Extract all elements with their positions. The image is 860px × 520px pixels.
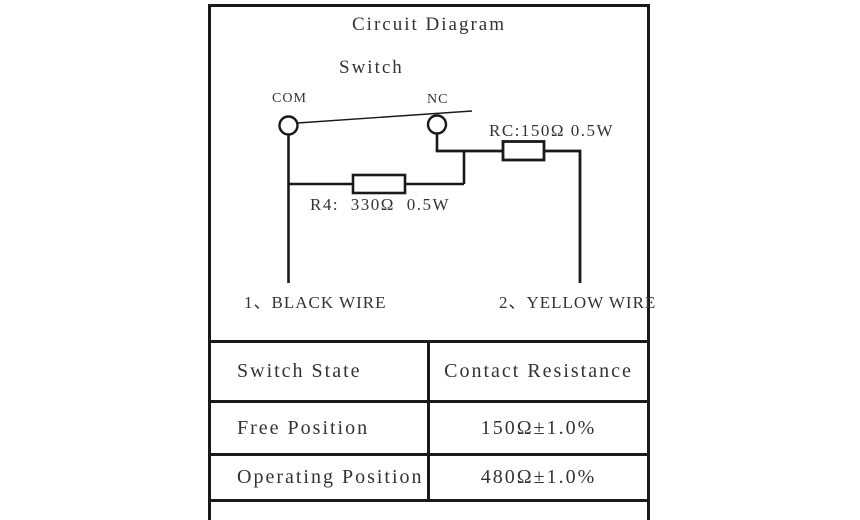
header-contact-resistance: Contact Resistance <box>444 360 633 382</box>
switch-label: Switch <box>339 57 404 78</box>
diagram-frame: Circuit Diagram Switch COM NC RC:150Ω 0.… <box>208 4 655 520</box>
table-row: Operating Position 480Ω±1.0% <box>211 456 647 502</box>
switch-lever-line <box>297 110 473 124</box>
header-switch-state: Switch State <box>211 343 430 400</box>
cell-operating-resistance: 480Ω±1.0% <box>480 466 597 488</box>
nc-terminal-label: NC <box>427 92 449 107</box>
spec-table: Switch State Contact Resistance Free Pos… <box>211 340 647 502</box>
table-row: Free Position 150Ω±1.0% <box>211 403 647 456</box>
r4-resistor-label: R4: 330Ω 0.5W <box>310 195 450 214</box>
page-title: Circuit Diagram <box>352 14 506 35</box>
cell-free-position: Free Position <box>211 403 430 453</box>
black-wire-label: 1、BLACK WIRE <box>244 293 387 312</box>
com-terminal-label: COM <box>272 91 307 106</box>
rc-resistor-box <box>501 140 546 162</box>
com-terminal-circle <box>278 115 299 136</box>
rc-resistor-label: RC:150Ω 0.5W <box>489 121 615 140</box>
yellow-wire-label: 2、YELLOW WIRE <box>499 293 657 312</box>
nc-terminal-circle <box>426 114 448 135</box>
r4-resistor-box <box>351 173 407 195</box>
circuit-schematic <box>278 110 582 283</box>
table-header-row: Switch State Contact Resistance <box>211 343 647 403</box>
cell-operating-position: Operating Position <box>211 456 430 499</box>
cell-free-resistance: 150Ω±1.0% <box>480 416 597 439</box>
